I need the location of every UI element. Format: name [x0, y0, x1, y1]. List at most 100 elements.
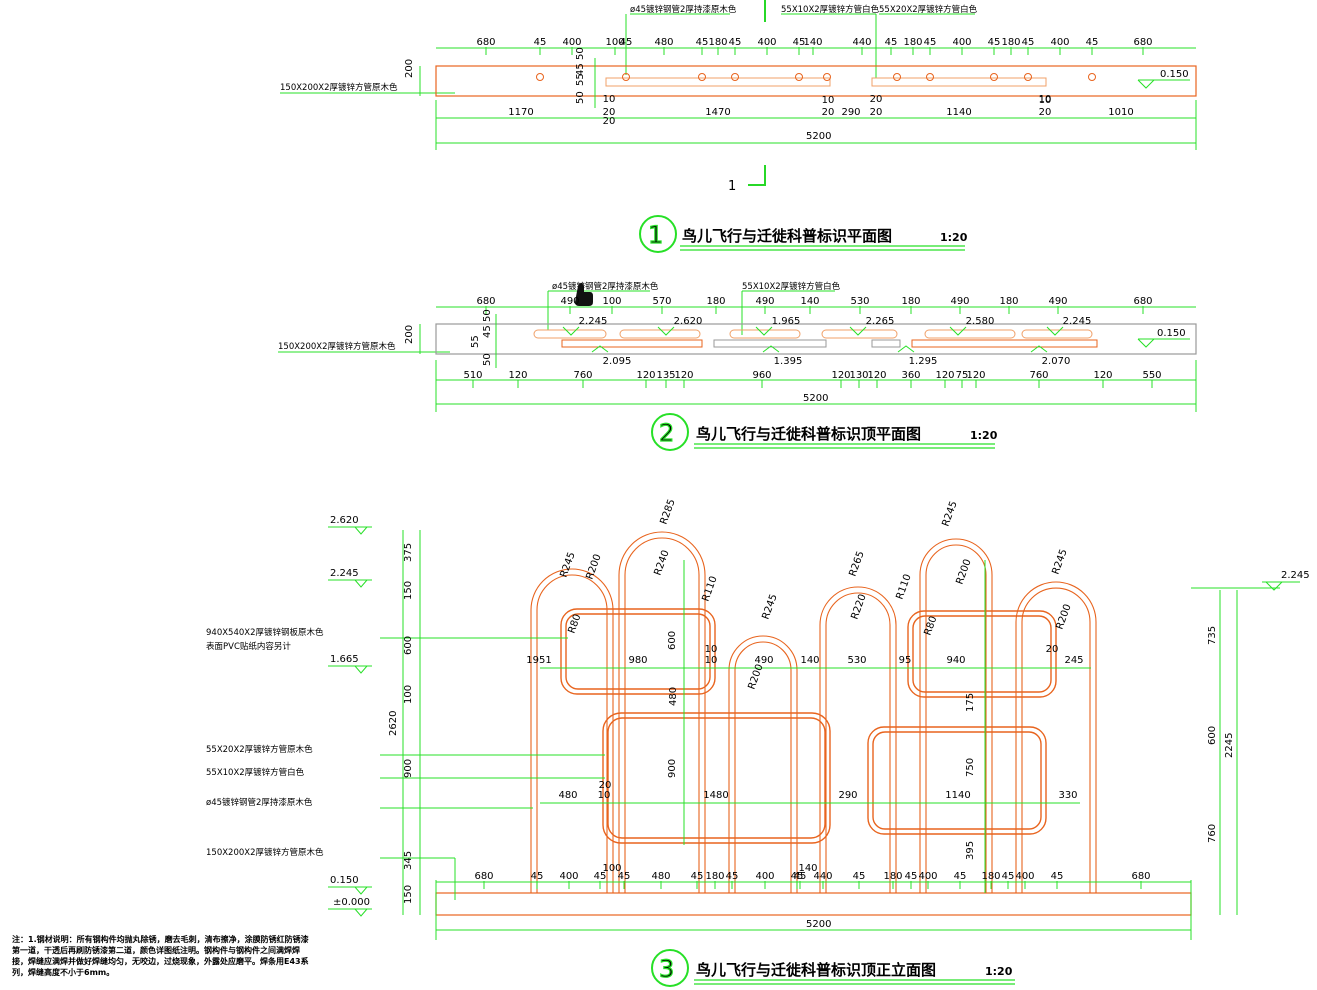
v2-panel-tube	[871, 339, 901, 348]
section-mark-top: 1	[728, 0, 766, 194]
v2-bottom-dim: 120	[935, 370, 954, 381]
v1-left-dim: 50	[575, 47, 586, 60]
v3-panels	[560, 608, 1057, 844]
v1-bottom-dim: 1140	[946, 107, 971, 118]
v1-top-dim: 45	[924, 37, 937, 48]
v3-inner-dim: 1480	[703, 790, 728, 801]
v3-total: 5200	[806, 919, 831, 930]
v1-scale: 1:20	[940, 231, 968, 244]
v3-bottom-dim: 45	[726, 871, 739, 882]
v3-right-dim: 600	[1207, 726, 1218, 745]
v2-bottom-dim: 120	[636, 370, 655, 381]
v3-left-total: 2620	[388, 711, 399, 736]
v1-tube-left	[605, 77, 831, 87]
v2-bottom-dim: 75	[956, 370, 969, 381]
v2-bottom-dim: 760	[1029, 370, 1048, 381]
v3-label-tube55x10: 55X10X2厚镀锌方管白色	[206, 767, 305, 778]
v3-left-dim: 600	[403, 636, 414, 655]
v2-arch-pipe	[533, 329, 607, 339]
v2-top-dim: 570	[652, 296, 671, 307]
v3-radius: R245	[1050, 548, 1069, 576]
v1-bottom-dim: 1470	[705, 107, 730, 118]
v2-left-dim: 55	[470, 335, 481, 348]
v2-total: 5200	[803, 393, 828, 404]
v3-bottom-dim: 180	[981, 871, 1000, 882]
v1-bottom-small-dim: 20	[870, 94, 883, 105]
v1-bottom-dim: 1010	[1108, 107, 1133, 118]
v2-label-tube150x200: 150X200X2厚镀锌方管原木色	[278, 341, 396, 352]
v1-post-circle	[1024, 73, 1032, 81]
v2-panel-tube	[713, 339, 827, 348]
v1-top-dim: 400	[562, 37, 581, 48]
v3-left-dim: 150	[403, 885, 414, 904]
v2-level-bottom: 2.095	[603, 356, 632, 367]
v2-label-pipe45: ø45镀锌钢管2厚持漆原木色	[552, 281, 659, 292]
v3-right-total: 2245	[1224, 733, 1235, 758]
v2-top-dim: 180	[999, 296, 1018, 307]
v1-post-circle	[893, 73, 901, 81]
v2-bottom-dim: 120	[674, 370, 693, 381]
v3-dimension-lines	[380, 530, 1280, 940]
v3-bottom-dim: 45	[954, 871, 967, 882]
v3-radius: R200	[746, 663, 765, 691]
v3-radius: R245	[940, 500, 959, 528]
v2-bottom-dim: 120	[508, 370, 527, 381]
v3-radius: R110	[700, 575, 719, 603]
v1-top-dim: 680	[1133, 37, 1152, 48]
v3-radius: R220	[849, 593, 868, 621]
v1-post-circles	[536, 73, 1096, 81]
v1-bottom-dim: 20	[1039, 107, 1052, 118]
v3-inner-dim: 140	[800, 655, 819, 666]
v2-title: 鸟儿飞行与迁徙科普标识顶平面图	[696, 425, 921, 443]
v2-number-circle	[651, 413, 689, 451]
v1-top-dim: 100	[605, 37, 624, 48]
v3-bottom-dim: 680	[474, 871, 493, 882]
v3-inner-dim: 750	[965, 758, 976, 777]
v3-inner-dim: 490	[754, 655, 773, 666]
v1-left-dim: 50	[575, 91, 586, 104]
v2-level-top: 2.265	[866, 316, 895, 327]
v3-bottom-dim: 45	[905, 871, 918, 882]
v1-top-dim: 180	[708, 37, 727, 48]
v1-title: 鸟儿飞行与迁徙科普标识平面图	[682, 227, 892, 245]
v3-bottom-dim: 180	[883, 871, 902, 882]
v3-inner-dim: 940	[946, 655, 965, 666]
v3-inner-dim: 480	[558, 790, 577, 801]
v1-label-tube55x20: 55X20X2厚镀锌方管白色	[879, 4, 978, 15]
v1-top-dim: 680	[476, 37, 495, 48]
v1-left-dim: 45	[575, 63, 586, 76]
v3-label-tube55x20: 55X20X2厚镀锌方管原木色	[206, 744, 313, 755]
v1-top-dim: 480	[654, 37, 673, 48]
view1-plan: 1 ø45镀锌钢管2厚持漆原木色 55X10X2厚镀锌方管白色 55X20X2厚…	[280, 0, 1197, 253]
v3-radius: R245	[760, 593, 779, 621]
v2-level-top: 2.620	[674, 316, 703, 327]
v2-top-dim: 530	[850, 296, 869, 307]
v1-bottom-small-dim: 20	[603, 116, 616, 127]
v2-bottom-dim: 120	[867, 370, 886, 381]
v1-bottom-small-dim: 10	[1039, 94, 1052, 105]
v1-top-dim: 180	[1001, 37, 1020, 48]
v2-bottom-dim: 510	[463, 370, 482, 381]
v3-label-panel-note: 表面PVC贴纸内容另计	[206, 641, 291, 652]
v3-bottom-dim: 45	[531, 871, 544, 882]
v1-top-dim: 45	[620, 37, 633, 48]
v3-label-pipe45: ø45镀锌钢管2厚持漆原木色	[206, 797, 313, 808]
v2-level-top: 1.965	[772, 316, 801, 327]
v2-level-top: 2.580	[966, 316, 995, 327]
v2-left-dim: 50	[482, 353, 493, 366]
v1-left-dim: 55	[575, 73, 586, 86]
v3-bottom-dim: 45	[1051, 871, 1064, 882]
v3-inner-dim: 290	[838, 790, 857, 801]
v3-bottom-dim: 400	[755, 871, 774, 882]
v2-number: 2	[659, 419, 674, 447]
v3-bottom-dim: 45	[618, 871, 631, 882]
v2-title-block: 2 鸟儿飞行与迁徙科普标识顶平面图 1:20	[651, 413, 998, 451]
v3-bottom-dim: 400	[559, 871, 578, 882]
v2-top-dim: 490	[755, 296, 774, 307]
v2-bottom-dim: 550	[1142, 370, 1161, 381]
